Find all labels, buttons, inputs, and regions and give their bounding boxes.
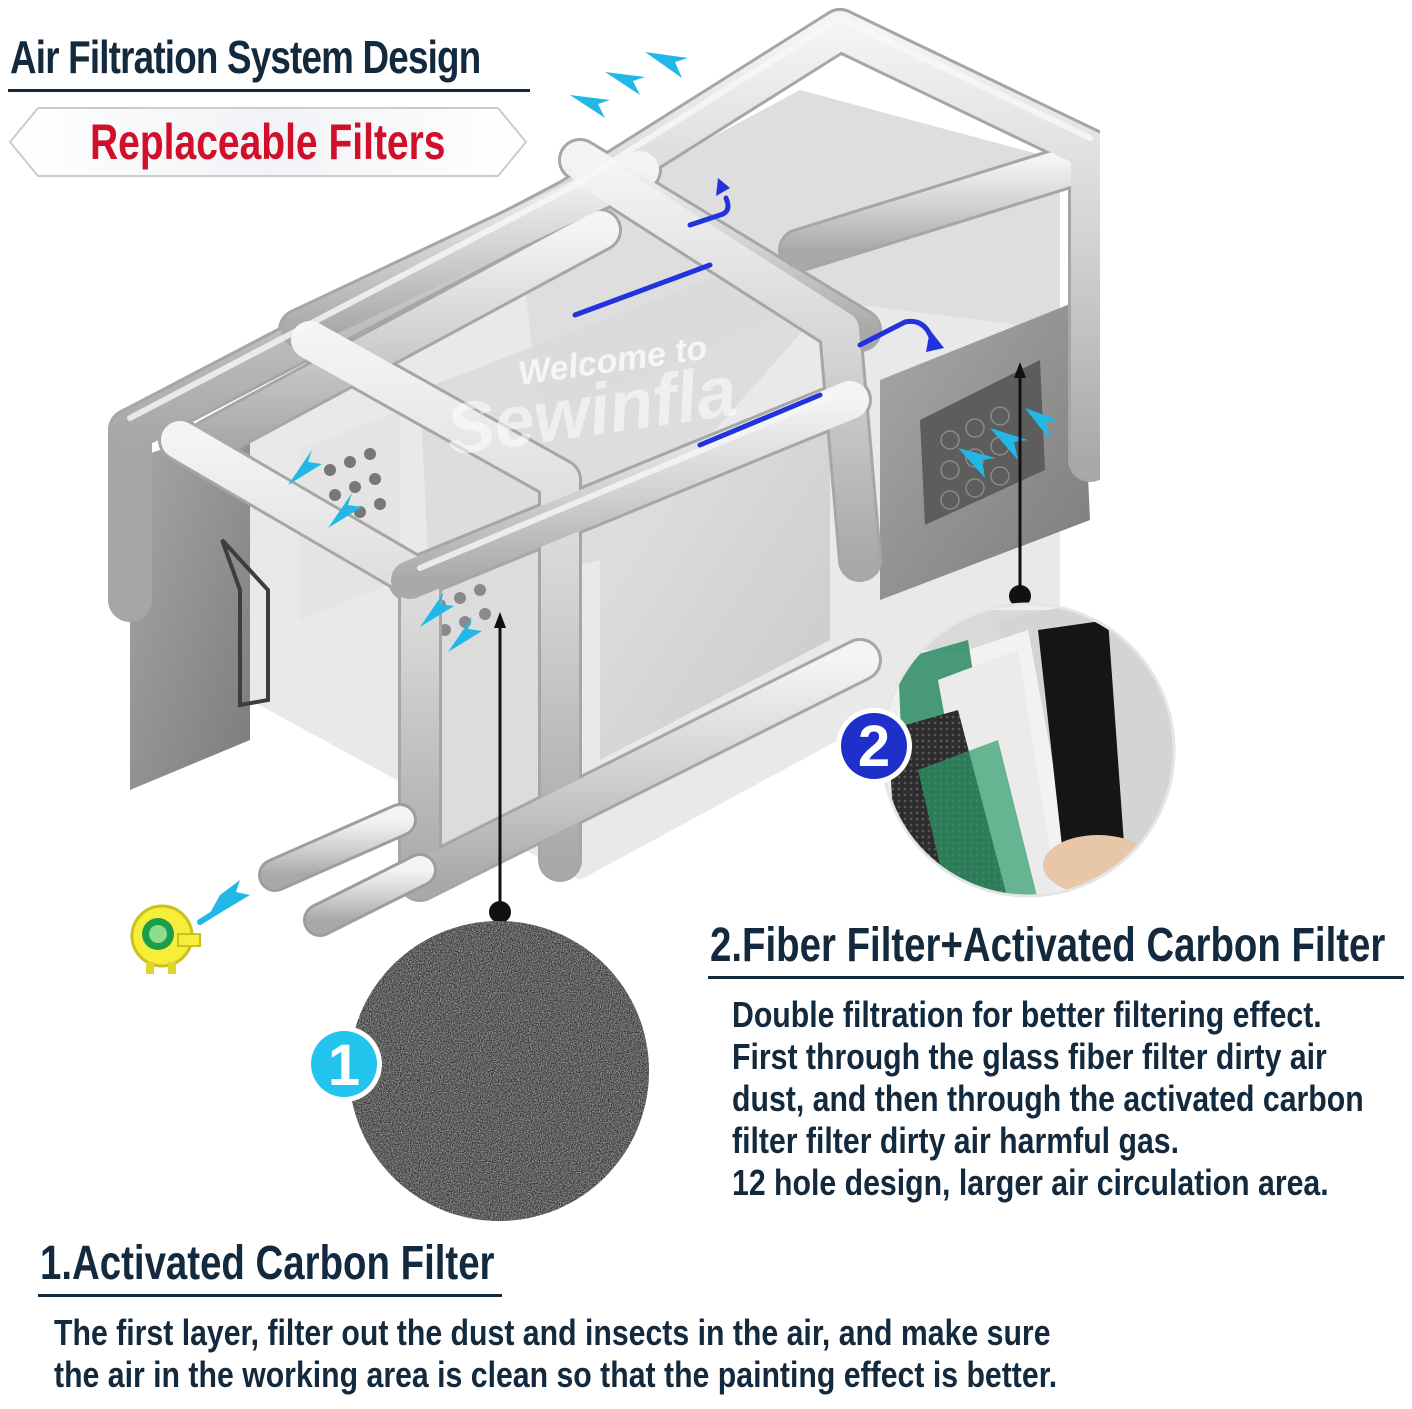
fiber-carbon-filter-photo	[880, 602, 1176, 898]
internal-flow-arrow	[697, 392, 823, 448]
callout-number-1: 1	[328, 1033, 360, 1098]
activated-carbon-filter-photo	[349, 921, 649, 1221]
filter2-line: filter filter dirty air harmful gas.	[732, 1120, 1179, 1161]
filter2-line: dust, and then through the activated car…	[732, 1078, 1364, 1119]
filter2-heading: 2.Fiber Filter+Activated Carbon Filter	[710, 919, 1386, 972]
filter2-line: 12 hole design, larger air circulation a…	[732, 1162, 1329, 1203]
filter1-heading: 1.Activated Carbon Filter	[40, 1237, 495, 1290]
badge-label: Replaceable Filters	[90, 114, 446, 170]
callout-badge-2: 2	[836, 708, 912, 784]
filter2-line: First through the glass fiber filter dir…	[732, 1036, 1327, 1077]
filter2-underline	[708, 976, 1404, 979]
filter1-underline	[38, 1294, 502, 1297]
filter2-description: Double filtration for better filtering e…	[732, 994, 1364, 1204]
filter1-line: The first layer, filter out the dust and…	[54, 1312, 1051, 1353]
filter1-line: the air in the working area is clean so …	[54, 1354, 1058, 1395]
filter2-line: Double filtration for better filtering e…	[732, 994, 1322, 1035]
callout-number-2: 2	[858, 714, 890, 779]
title-underline	[8, 89, 530, 92]
callout-badge-1: 1	[306, 1026, 382, 1102]
internal-flow-arrow	[572, 262, 713, 318]
page-title: Air Filtration System Design	[10, 31, 481, 83]
blower-icon	[130, 904, 201, 974]
replaceable-filters-badge	[8, 107, 528, 177]
filter1-description: The first layer, filter out the dust and…	[54, 1312, 1057, 1396]
spray-booth-illustration: Welcome to Sewinfla	[108, 8, 1100, 937]
